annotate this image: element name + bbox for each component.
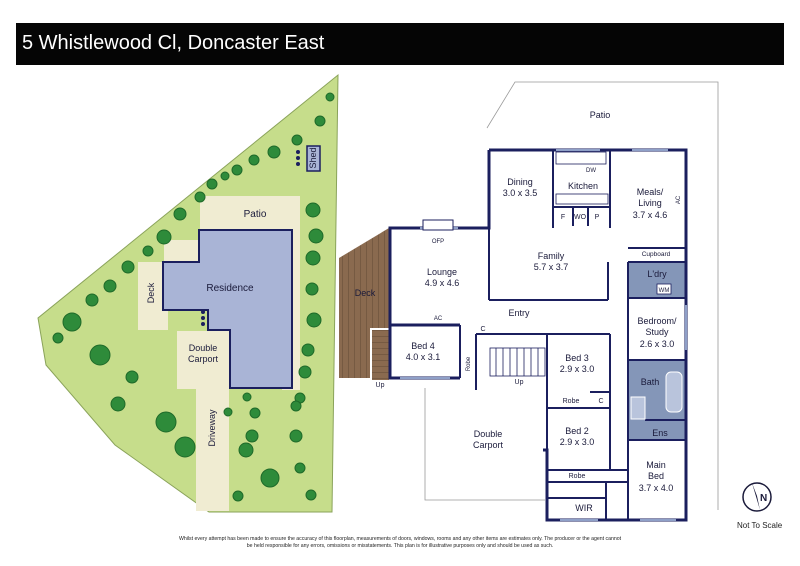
lounge-label: Lounge	[427, 267, 457, 277]
hall-c-label: C	[598, 398, 603, 405]
bath-tub	[665, 371, 683, 413]
kitchen-island	[555, 193, 609, 205]
entry-c-label: C	[480, 326, 485, 333]
dining-size: 3.0 x 3.5	[503, 188, 538, 198]
main-bed-label-1: Main	[646, 460, 666, 470]
floor-plan: Patio Deck Dining 3.0 x 3.5 Kitchen DW F…	[339, 81, 719, 522]
bed2-robe-label: Robe	[569, 473, 586, 480]
carport-label-2: Carport	[473, 440, 504, 450]
laundry-floor	[628, 262, 685, 298]
page-title: 5 Whistlewood Cl, Doncaster East	[22, 32, 325, 54]
compass-icon: N	[742, 482, 772, 512]
dw-label: DW	[586, 168, 596, 174]
bed3-robe-label: Robe	[563, 398, 580, 405]
entry-label: Entry	[508, 308, 530, 318]
bed3-label: Bed 3	[565, 353, 589, 363]
meals-label-1: Meals/	[637, 187, 664, 197]
cupboard-label: Cupboard	[642, 251, 671, 258]
site-steps	[201, 150, 300, 326]
outer-wall-2	[388, 150, 491, 380]
family-label: Family	[538, 251, 565, 261]
laundry-label: L'dry	[647, 269, 667, 279]
bed2-size: 2.9 x 3.0	[560, 437, 595, 447]
ensuite-label: Ens	[652, 428, 668, 438]
bed4-robe-label: Robe	[466, 356, 472, 371]
deck-stairs	[372, 330, 389, 380]
meals-size: 3.7 x 4.6	[633, 210, 668, 220]
bedroom-study-size: 2.6 x 3.0	[640, 339, 675, 349]
site-plan: Shed Patio Residence Deck Double Carport…	[37, 73, 339, 513]
site-trees	[52, 92, 335, 502]
kitchen-label: Kitchen	[568, 181, 598, 191]
wir-label: WIR	[575, 503, 593, 513]
site-deck-label: Deck	[146, 282, 156, 303]
site-carport-label-2: Carport	[188, 354, 219, 364]
disclaimer-line-1: Whilst every attempt has been made to en…	[178, 536, 622, 542]
disclaimer-line-2: be held responsible for any errors, omis…	[246, 543, 554, 549]
wall-oven-label: WO	[574, 214, 587, 221]
wm-label: WM	[659, 288, 670, 294]
deck-label: Deck	[355, 288, 376, 298]
site-residence	[162, 229, 293, 389]
site-patio-label: Patio	[244, 209, 267, 220]
up-mid-label: Up	[515, 379, 524, 386]
up-left-label: Up	[376, 382, 385, 389]
entry-stairs	[489, 347, 546, 377]
dining-label: Dining	[507, 177, 533, 187]
lounge-size: 4.9 x 4.6	[425, 278, 460, 288]
pantry-label: P	[595, 214, 600, 221]
deck	[339, 228, 389, 378]
disclaimer: Whilst every attempt has been made to en…	[160, 536, 640, 550]
fireplace	[422, 219, 454, 231]
carport-outline	[424, 388, 545, 501]
shower	[630, 396, 646, 420]
site-carport	[177, 331, 229, 389]
bedroom-study-label-1: Bedroom/	[637, 316, 677, 326]
site-driveway	[196, 389, 229, 511]
site-shed	[306, 145, 321, 172]
not-to-scale-label: Not To Scale	[737, 521, 783, 530]
fridge-label: F	[561, 214, 565, 221]
main-bed-label-2: Bed	[648, 471, 664, 481]
site-driveway-label: Driveway	[207, 409, 217, 447]
bedroom-study-label-2: Study	[645, 327, 669, 337]
bed4-size: 4.0 x 3.1	[406, 352, 441, 362]
main-bed-size: 3.7 x 4.0	[639, 483, 674, 493]
bed2-label: Bed 2	[565, 426, 589, 436]
bed3-size: 2.9 x 3.0	[560, 364, 595, 374]
washing-machine	[656, 283, 672, 295]
lounge-ac-label: AC	[434, 316, 443, 322]
patio-outline	[486, 81, 719, 510]
bath-label: Bath	[641, 377, 660, 387]
ofp-label: OFP	[432, 239, 444, 245]
patio-label: Patio	[590, 110, 611, 120]
kitchen-bench	[555, 151, 607, 165]
carport-label-1: Double	[474, 429, 503, 439]
title-bar: 5 Whistlewood Cl, Doncaster East	[16, 23, 784, 65]
site-carport-label-1: Double	[189, 343, 218, 353]
site-shed-label: Shed	[308, 147, 318, 168]
compass-label: N	[760, 493, 767, 504]
bed4-label: Bed 4	[411, 341, 435, 351]
meals-label-2: Living	[638, 198, 662, 208]
meals-ac-label: AC	[676, 195, 682, 204]
family-size: 5.7 x 3.7	[534, 262, 569, 272]
site-residence-label: Residence	[206, 283, 254, 294]
